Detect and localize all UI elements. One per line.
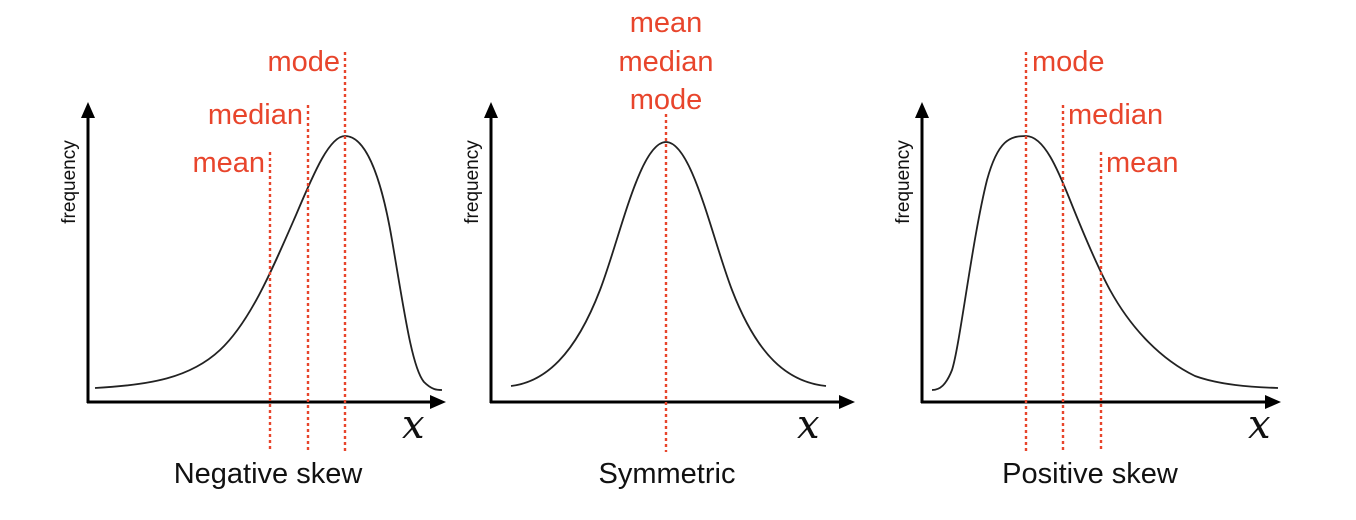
mean-label: mean <box>192 147 265 179</box>
distribution-curve <box>510 141 827 387</box>
panel-caption: Symmetric <box>599 458 736 490</box>
median-label: median <box>618 46 713 78</box>
x-axis-arrow-icon <box>1265 395 1281 409</box>
x-axis-label: x <box>1248 402 1271 448</box>
x-axis-label: x <box>402 402 425 448</box>
mean-label: mean <box>630 7 703 39</box>
y-axis-label: frequency <box>462 140 483 224</box>
y-axis-label: frequency <box>59 140 80 224</box>
y-axis-arrow-icon <box>484 102 498 118</box>
distribution-curve <box>931 135 1279 391</box>
panel-negative-skew: mean median mode frequency x Negative sk… <box>59 46 446 490</box>
median-label: median <box>208 99 303 131</box>
mode-label: mode <box>1032 46 1105 78</box>
median-label: median <box>1068 99 1163 131</box>
y-axis-arrow-icon <box>81 102 95 118</box>
panel-caption: Positive skew <box>1002 458 1179 490</box>
distribution-curve <box>94 135 443 391</box>
mode-label: mode <box>630 84 703 116</box>
mean-label: mean <box>1106 147 1179 179</box>
mode-label: mode <box>267 46 340 78</box>
x-axis-label: x <box>797 402 820 448</box>
panel-symmetric: mean median mode frequency x Symmetric <box>462 7 855 490</box>
x-axis-arrow-icon <box>839 395 855 409</box>
panel-positive-skew: mode median mean frequency x Positive sk… <box>893 46 1281 490</box>
y-axis-label: frequency <box>893 140 914 224</box>
panel-caption: Negative skew <box>174 458 364 490</box>
y-axis-arrow-icon <box>915 102 929 118</box>
x-axis-arrow-icon <box>430 395 446 409</box>
